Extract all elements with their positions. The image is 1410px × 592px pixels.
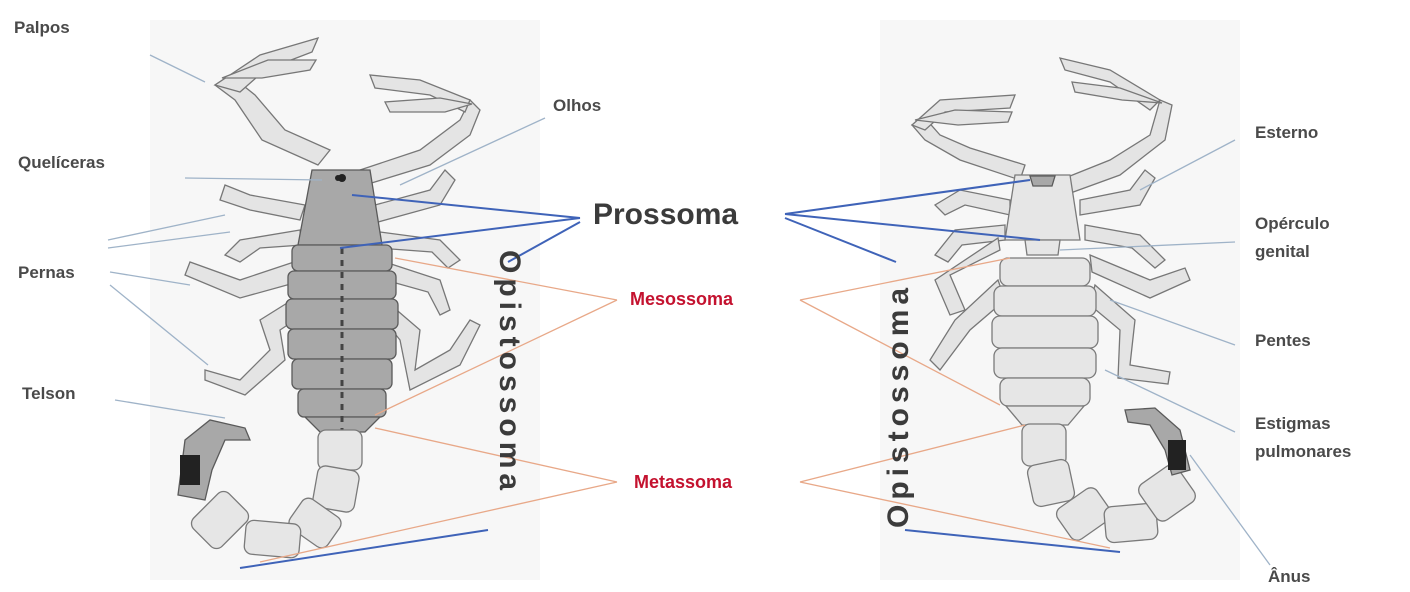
label-pernas: Pernas — [18, 262, 75, 284]
scorpion-dorsal-view — [150, 20, 540, 580]
scorpion-ventral-view — [880, 20, 1240, 580]
mesosoma-ventral — [992, 258, 1098, 425]
label-queliceras: Quelíceras — [18, 152, 105, 174]
label-prossoma: Prossoma — [593, 198, 738, 232]
label-palpos: Palpos — [14, 17, 70, 39]
label-estigmas-line1: Estigmas — [1255, 413, 1331, 435]
label-metassoma: Metassoma — [634, 472, 732, 493]
label-operculo-line1: Opérculo — [1255, 213, 1330, 235]
label-olhos: Olhos — [553, 95, 601, 117]
mesosoma-dorsal — [286, 245, 398, 432]
label-telson: Telson — [22, 383, 76, 405]
label-opistossoma-right: Opistossoma — [882, 283, 916, 528]
label-operculo-line2: genital — [1255, 241, 1310, 263]
label-pentes: Pentes — [1255, 330, 1311, 352]
label-mesossoma: Mesossoma — [630, 289, 733, 310]
label-anus: Ânus — [1268, 566, 1311, 588]
label-esterno: Esterno — [1255, 122, 1318, 144]
label-estigmas-line2: pulmonares — [1255, 441, 1351, 463]
label-opistossoma-left: Opistossoma — [492, 250, 526, 495]
